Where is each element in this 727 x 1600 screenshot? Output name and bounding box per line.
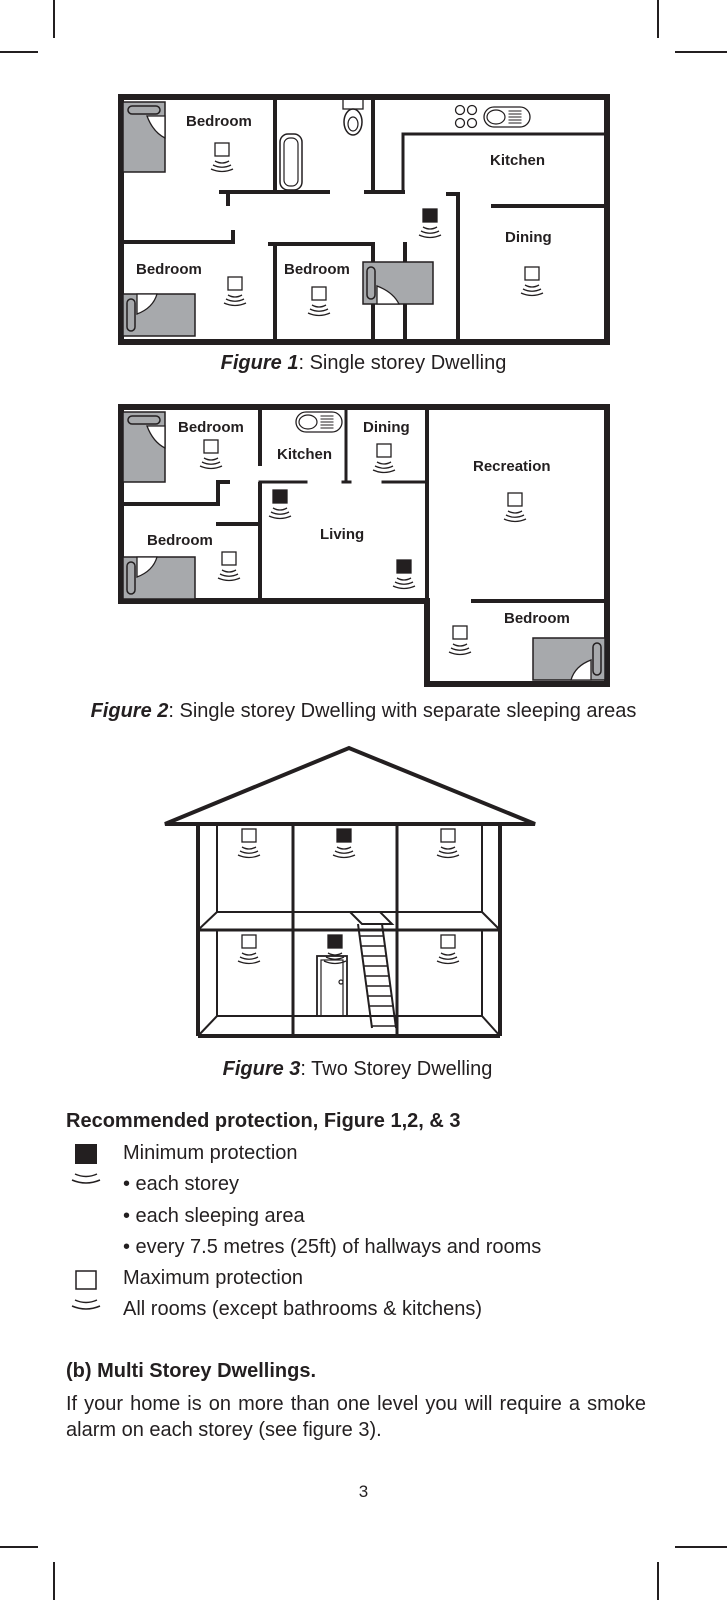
room-label-bedroom: Bedroom: [504, 610, 570, 627]
figure-number: Figure 3: [222, 1058, 301, 1080]
legend-minimum-label: Minimum protection: [123, 1142, 298, 1164]
figure-1-floor-plan: Bedroom Kitchen Dining Bedroom Bedroom: [118, 94, 610, 345]
figure-3-house-section: [164, 745, 536, 1038]
room-label-bedroom: Bedroom: [284, 261, 350, 278]
room-label-kitchen: Kitchen: [490, 152, 545, 169]
room-label-bedroom: Bedroom: [147, 532, 213, 549]
page-number: 3: [358, 1482, 369, 1501]
filled-smoke-alarm-icon: [71, 1144, 101, 1184]
legend-minimum-item: • each storey: [123, 1173, 239, 1195]
crop-mark: [0, 51, 38, 53]
legend-title: Recommended protection, Figure 1,2, & 3: [66, 1110, 461, 1132]
room-label-kitchen: Kitchen: [277, 446, 332, 463]
figure-1-caption: Figure 1: Single storey Dwelling: [0, 352, 727, 375]
crop-mark: [53, 1562, 55, 1600]
crop-mark: [53, 0, 55, 38]
legend-minimum-item: • each sleeping area: [123, 1205, 305, 1227]
figure-2-caption: Figure 2: Single storey Dwelling with se…: [0, 700, 727, 723]
room-label-bedroom: Bedroom: [186, 113, 252, 130]
outline-smoke-alarm-icon: [71, 1270, 101, 1310]
room-label-dining: Dining: [363, 419, 410, 436]
legend-maximum-description: All rooms (except bathrooms & kitchens): [123, 1298, 483, 1320]
crop-mark: [0, 1546, 38, 1548]
crop-mark: [657, 1562, 659, 1600]
room-label-bedroom: Bedroom: [178, 419, 244, 436]
figure-number: Figure 1: [220, 352, 299, 374]
multi-storey-section: (b) Multi Storey Dwellings. If your home…: [66, 1360, 646, 1443]
figure-2-floor-plan: Bedroom Kitchen Dining Recreation Living…: [118, 404, 610, 687]
figure-3-caption: Figure 3: Two Storey Dwelling: [0, 1058, 715, 1081]
legend-minimum-item: • every 7.5 metres (25ft) of hallways an…: [123, 1236, 542, 1258]
legend-maximum-label: Maximum protection: [123, 1267, 304, 1289]
room-label-living: Living: [320, 526, 364, 543]
room-label-dining: Dining: [505, 229, 552, 246]
crop-mark: [657, 0, 659, 38]
figure-title: : Single storey Dwelling: [298, 352, 507, 374]
crop-mark: [675, 51, 727, 53]
section-heading: (b) Multi Storey Dwellings.: [66, 1360, 317, 1382]
section-body: If your home is on more than one level y…: [66, 1393, 646, 1441]
room-label-bedroom: Bedroom: [136, 261, 202, 278]
room-label-recreation: Recreation: [473, 458, 551, 475]
figure-title: : Single storey Dwelling with separate s…: [168, 700, 637, 722]
figure-title: : Two Storey Dwelling: [300, 1058, 493, 1080]
crop-mark: [675, 1546, 727, 1548]
figure-number: Figure 2: [90, 700, 169, 722]
